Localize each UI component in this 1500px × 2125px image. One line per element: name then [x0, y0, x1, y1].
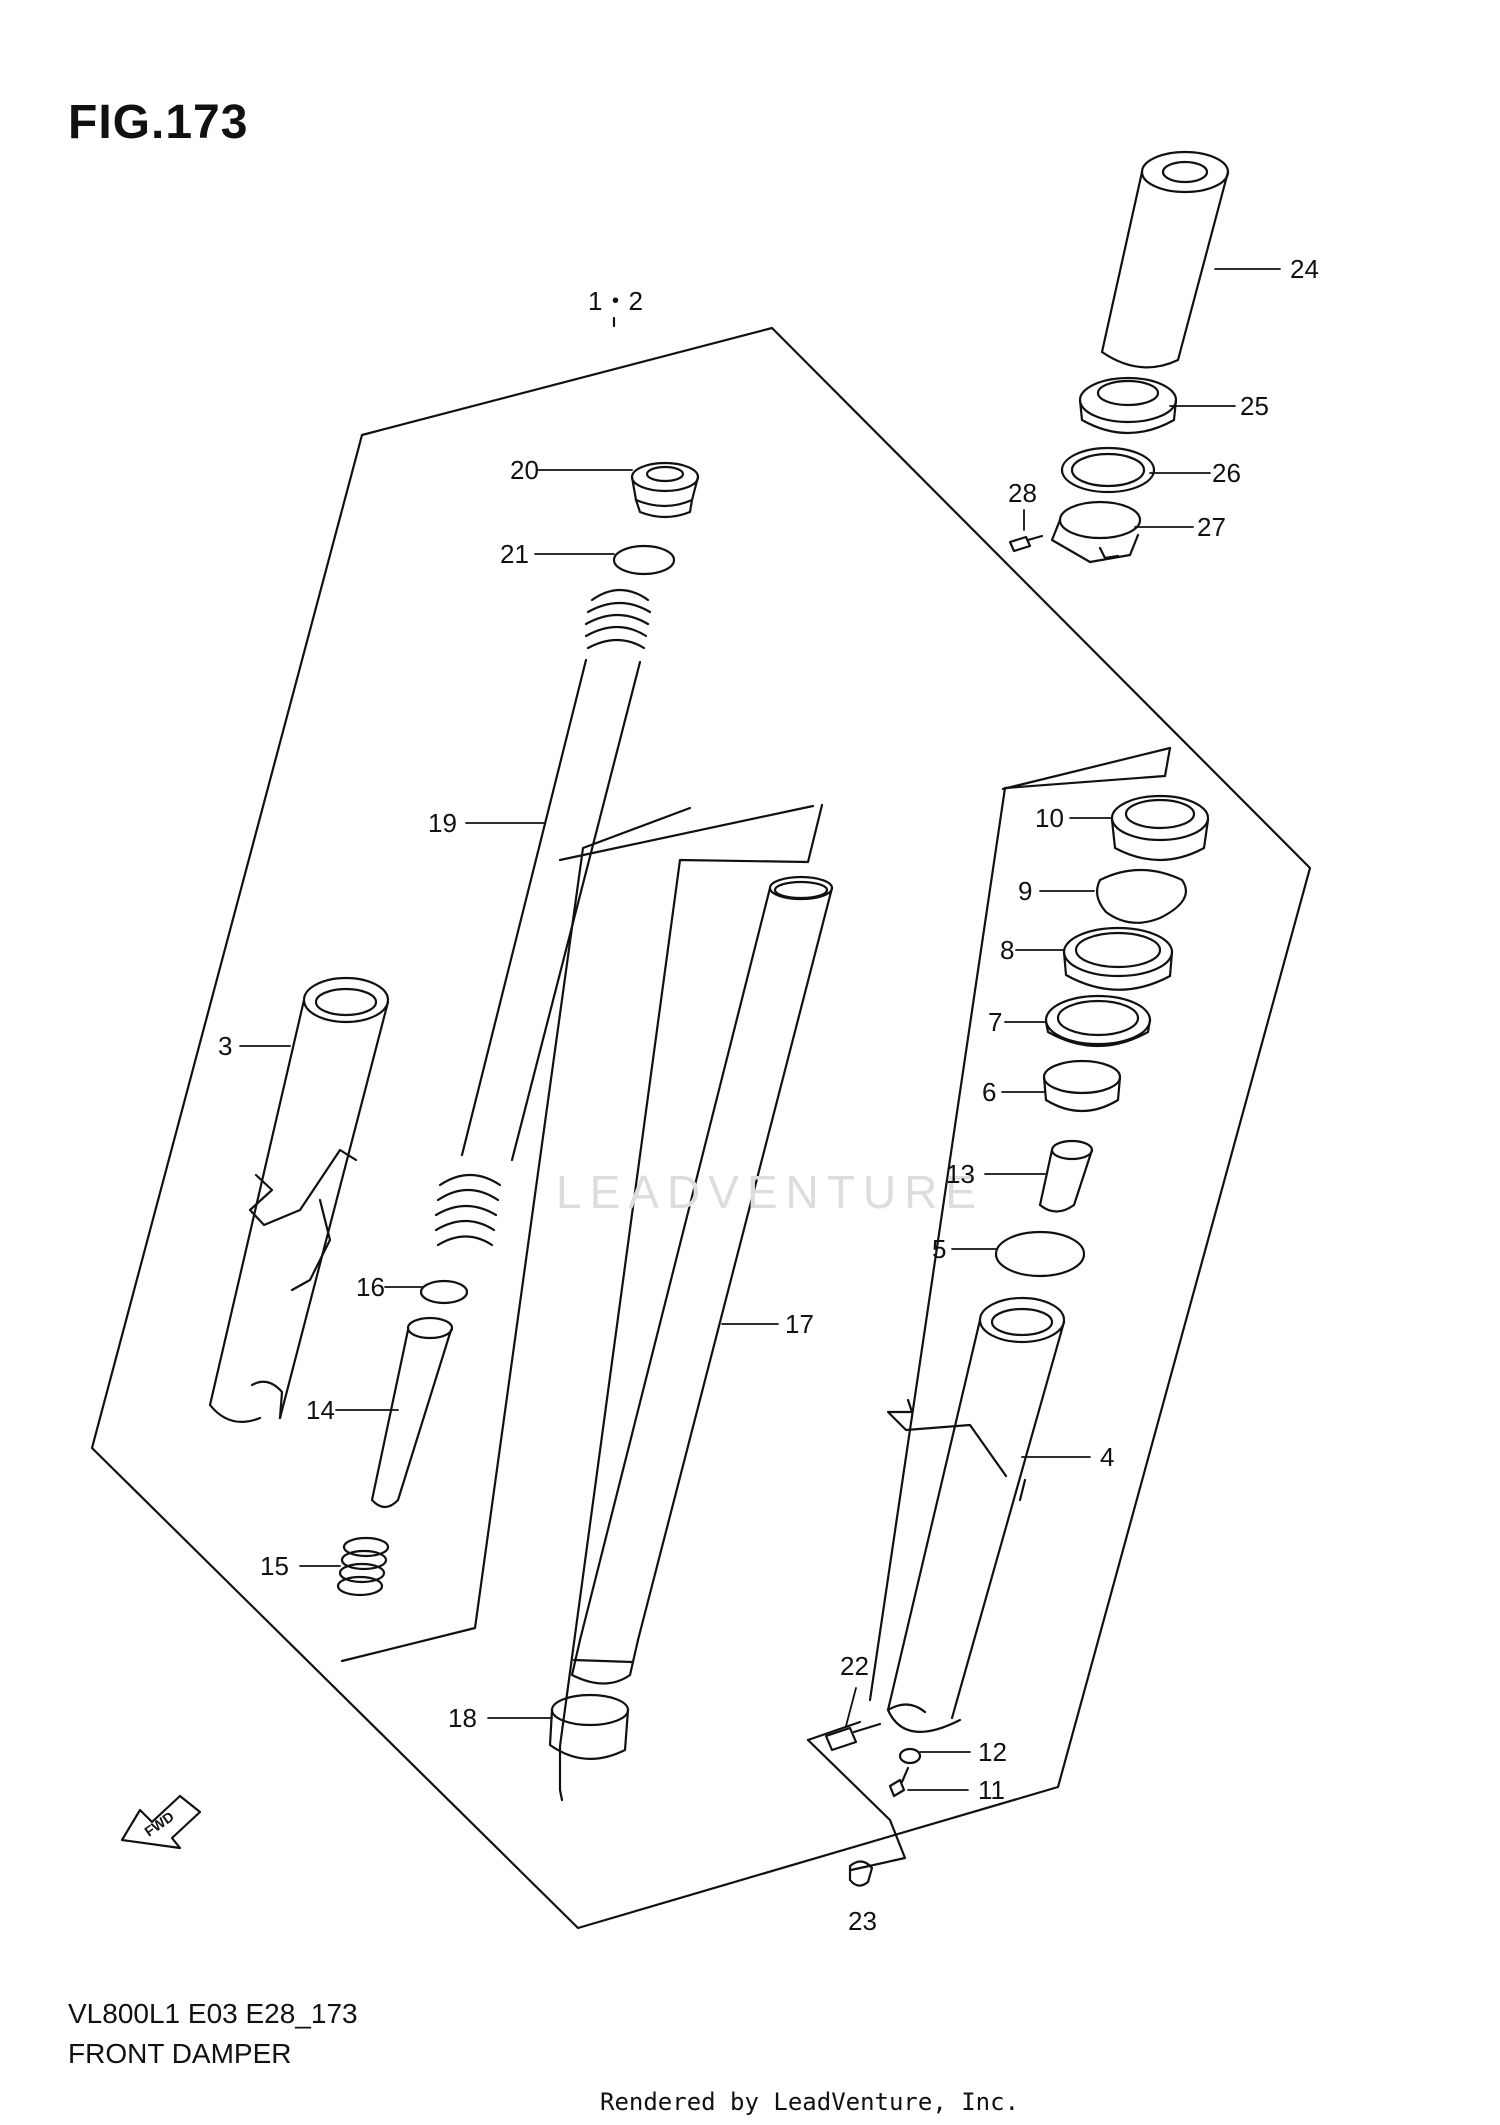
part-27-clamp	[1050, 500, 1142, 564]
part-15-spring	[336, 1536, 390, 1597]
watermark: LEADVENTURE	[556, 1166, 984, 1218]
part-25-nut	[1078, 376, 1178, 434]
part-22-bolt	[824, 1722, 882, 1752]
callout-4: 4	[1100, 1442, 1114, 1472]
callout-1-2: 1・2	[588, 286, 643, 316]
part-13-bushing	[1038, 1139, 1094, 1213]
part-8-oil-seal	[1062, 926, 1174, 991]
part-28-bolt	[1008, 534, 1044, 553]
part-11-screw	[888, 1766, 910, 1798]
callout-16: 16	[356, 1272, 385, 1302]
callout-8: 8	[1000, 935, 1014, 965]
part-12-washer	[898, 1747, 922, 1765]
callout-24: 24	[1290, 254, 1319, 284]
callout-15: 15	[260, 1551, 289, 1581]
leader-lines	[239, 268, 1281, 1791]
callout-10: 10	[1035, 803, 1064, 833]
callout-19: 19	[428, 808, 457, 838]
part-21-o-ring	[612, 544, 676, 576]
part-20-cap-bolt	[630, 461, 700, 519]
subassembly-outline-middle	[558, 803, 824, 1802]
callout-27: 27	[1197, 512, 1226, 542]
callout-26: 26	[1212, 458, 1241, 488]
callout-3: 3	[218, 1031, 232, 1061]
callout-17: 17	[785, 1309, 814, 1339]
callout-28: 28	[1008, 478, 1037, 508]
part-14-rod	[370, 1316, 454, 1509]
callout-21: 21	[500, 539, 529, 569]
callout-25: 25	[1240, 391, 1269, 421]
callout-22: 22	[840, 1651, 869, 1681]
figure-title: FIG.173	[68, 96, 249, 149]
part-23-cap	[848, 1860, 874, 1887]
fwd-arrow-icon	[120, 1794, 202, 1850]
model-code: VL800L1 E03 E28_173	[68, 1998, 358, 2029]
assembly-outline	[90, 326, 1312, 1930]
callout-13: 13	[946, 1159, 975, 1189]
part-18-collar	[548, 1693, 630, 1760]
callout-20: 20	[510, 455, 539, 485]
part-26-ring	[1060, 446, 1156, 494]
subassembly-outline-right	[868, 746, 1172, 1702]
part-16-ring	[419, 1279, 469, 1305]
part-4-outer-tube	[886, 1296, 1066, 1733]
fwd-label: FWD	[141, 1808, 176, 1839]
part-3-outer-tube	[208, 976, 390, 1423]
part-6-bushing	[1042, 1059, 1122, 1112]
part-17-inner-tube	[570, 875, 834, 1685]
callout-12: 12	[978, 1737, 1007, 1767]
callout-23: 23	[848, 1906, 877, 1936]
callout-7: 7	[988, 1007, 1002, 1037]
part-19-damper-rod	[434, 589, 652, 1247]
part-7-washer	[1044, 994, 1152, 1047]
part-24-fork-cover	[1100, 150, 1230, 369]
callout-labels: 1・2 24 25 26 27 28 20 21 19 3 16 14 15 1…	[218, 254, 1319, 1936]
callout-14: 14	[306, 1395, 335, 1425]
callout-5: 5	[932, 1234, 946, 1264]
callout-11: 11	[978, 1775, 1005, 1805]
callout-18: 18	[448, 1703, 477, 1733]
part-9-clip	[1095, 868, 1187, 924]
diagram-title: FRONT DAMPER	[68, 2038, 292, 2069]
part-5-snap-ring	[994, 1230, 1086, 1278]
callout-9: 9	[1018, 876, 1032, 906]
rendered-by-credit: Rendered by LeadVenture, Inc.	[600, 2088, 1020, 2116]
callout-6: 6	[982, 1077, 996, 1107]
subassembly-outline-left	[340, 806, 692, 1663]
part-10-dust-seal	[1110, 794, 1210, 862]
